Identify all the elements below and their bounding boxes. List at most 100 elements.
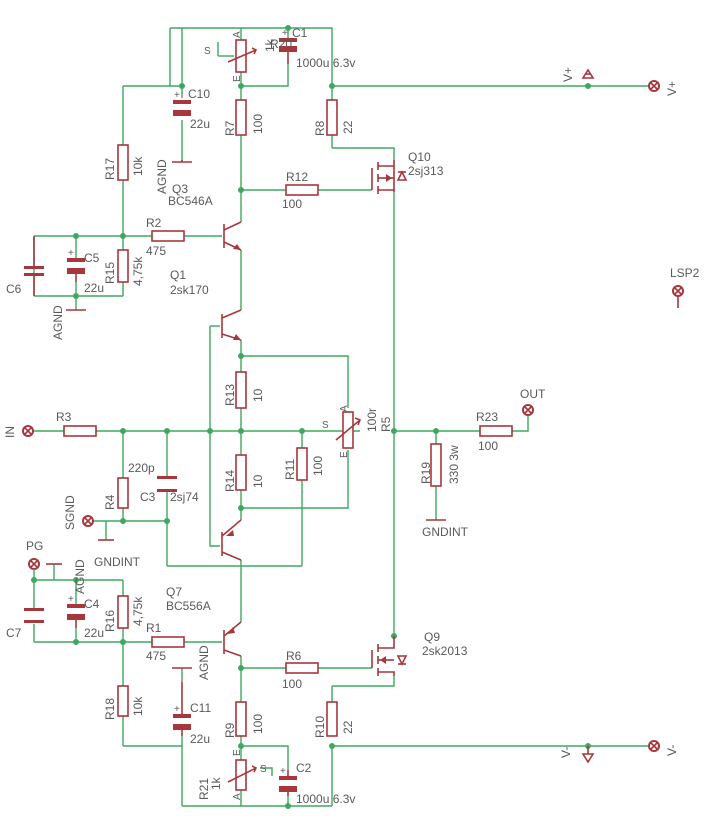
r11-body bbox=[296, 447, 308, 481]
q7-transistor bbox=[223, 621, 242, 657]
svg-text:+: + bbox=[280, 766, 286, 777]
r4-body bbox=[117, 477, 129, 509]
r20-name: R20 bbox=[270, 37, 292, 51]
r16-body bbox=[117, 595, 129, 629]
r16-value: 4,75k bbox=[131, 596, 145, 626]
r9-body bbox=[235, 701, 247, 737]
r8-value: 22 bbox=[341, 120, 355, 134]
r12-value: 100 bbox=[282, 197, 302, 211]
r11-name: R11 bbox=[283, 459, 297, 480]
capacitors: + + + + + + bbox=[24, 28, 297, 796]
vplus-pad bbox=[648, 80, 660, 92]
out-pad bbox=[522, 404, 534, 416]
q1-transistor bbox=[221, 309, 242, 341]
r10-name: R10 bbox=[313, 716, 327, 738]
c4-name: C4 bbox=[84, 597, 100, 611]
r7-name: R7 bbox=[223, 120, 237, 136]
r21-name: R21 bbox=[197, 778, 211, 800]
q5-value: 2sj74 bbox=[170, 490, 199, 504]
c7-name: C7 bbox=[6, 626, 22, 640]
r12-body bbox=[285, 184, 319, 196]
agnd-label-pg: AGND bbox=[73, 559, 87, 594]
c3-name: C3 bbox=[140, 490, 156, 504]
r20-pin-s: S bbox=[204, 46, 211, 57]
svg-text:+: + bbox=[174, 90, 180, 101]
r2-body bbox=[151, 230, 185, 242]
r18-name: R18 bbox=[103, 698, 117, 720]
svg-text:+: + bbox=[174, 704, 180, 715]
r17-value: 10k bbox=[131, 156, 145, 176]
lsp2-pad bbox=[672, 285, 684, 308]
sgnd-label: SGND bbox=[63, 495, 77, 530]
r8-name: R8 bbox=[313, 120, 327, 136]
r6-value: 100 bbox=[282, 677, 302, 691]
r1-body bbox=[151, 636, 185, 648]
ground-symbols bbox=[46, 160, 446, 669]
c1-value: 1000u 6.3v bbox=[296, 56, 355, 70]
r23-value: 100 bbox=[478, 439, 498, 453]
vplus-label-2: V+ bbox=[665, 81, 679, 96]
r15-name: R15 bbox=[103, 262, 117, 284]
r20-trimmer bbox=[227, 39, 258, 73]
lsp2-label: LSP2 bbox=[670, 266, 700, 280]
q9-name: Q9 bbox=[424, 630, 440, 644]
r15-body bbox=[117, 249, 129, 283]
c6-name: C6 bbox=[6, 282, 22, 296]
c4-value: 22u bbox=[84, 626, 104, 640]
c5-value: 22u bbox=[84, 281, 104, 295]
r7-body bbox=[235, 99, 247, 136]
r7-value: 100 bbox=[251, 114, 265, 134]
c11-value: 22u bbox=[190, 732, 210, 746]
r18-body bbox=[117, 685, 129, 717]
r10-body bbox=[326, 701, 338, 737]
c10-value: 22u bbox=[190, 117, 210, 131]
r4-name: R4 bbox=[103, 494, 117, 510]
resistors bbox=[63, 99, 513, 737]
q10-mosfet bbox=[371, 160, 408, 194]
q7-value: BC556A bbox=[166, 599, 211, 613]
gndint-label-2: GNDINT bbox=[422, 525, 469, 539]
r20-value: 1k bbox=[263, 38, 277, 52]
labels: V+ V+ V- V- IN OUT LSP2 PG SGND AGND AGN… bbox=[3, 26, 700, 806]
r16-name: R16 bbox=[103, 610, 117, 632]
vplus-label-1: V+ bbox=[561, 67, 575, 82]
r5-trimmer bbox=[335, 411, 362, 449]
r2-value: 475 bbox=[146, 244, 166, 258]
pads bbox=[22, 68, 684, 764]
r1-value: 475 bbox=[146, 649, 166, 663]
pg-label: PG bbox=[26, 539, 43, 553]
r5-pin-s: S bbox=[322, 420, 329, 431]
r8-body bbox=[326, 99, 338, 136]
c10-name: C10 bbox=[188, 87, 210, 101]
c3-value: 220p bbox=[128, 461, 155, 475]
r17-name: R17 bbox=[103, 158, 117, 180]
r6-body bbox=[285, 662, 319, 674]
r2-name: R2 bbox=[146, 216, 162, 230]
q7-name: Q7 bbox=[166, 585, 182, 599]
vminus-pad bbox=[648, 740, 660, 752]
r20-pin-e: E bbox=[232, 75, 243, 82]
r23-body bbox=[479, 425, 513, 437]
vminus-label-2: V- bbox=[665, 745, 679, 756]
junctions bbox=[31, 25, 591, 809]
r14-value: 10 bbox=[251, 474, 265, 488]
r3-body bbox=[63, 425, 97, 437]
r12-name: R12 bbox=[286, 170, 308, 184]
q5-transistor bbox=[221, 519, 242, 561]
r3-name: R3 bbox=[56, 410, 72, 424]
pg-pad bbox=[28, 558, 40, 580]
sgnd-pad bbox=[82, 515, 94, 527]
q9-mosfet bbox=[371, 636, 408, 676]
r5-pin-e: E bbox=[339, 451, 350, 458]
svg-text:+: + bbox=[282, 28, 288, 39]
r21-pin-a: A bbox=[232, 793, 243, 800]
r21-pin-s: S bbox=[260, 764, 267, 775]
r13-body bbox=[235, 371, 247, 409]
q1-name: Q1 bbox=[170, 268, 186, 282]
r5-pin-a: A bbox=[339, 405, 350, 412]
r13-value: 10 bbox=[251, 388, 265, 402]
c2-name: C2 bbox=[296, 761, 312, 775]
svg-text:+: + bbox=[68, 248, 74, 259]
r9-value: 100 bbox=[251, 714, 265, 734]
